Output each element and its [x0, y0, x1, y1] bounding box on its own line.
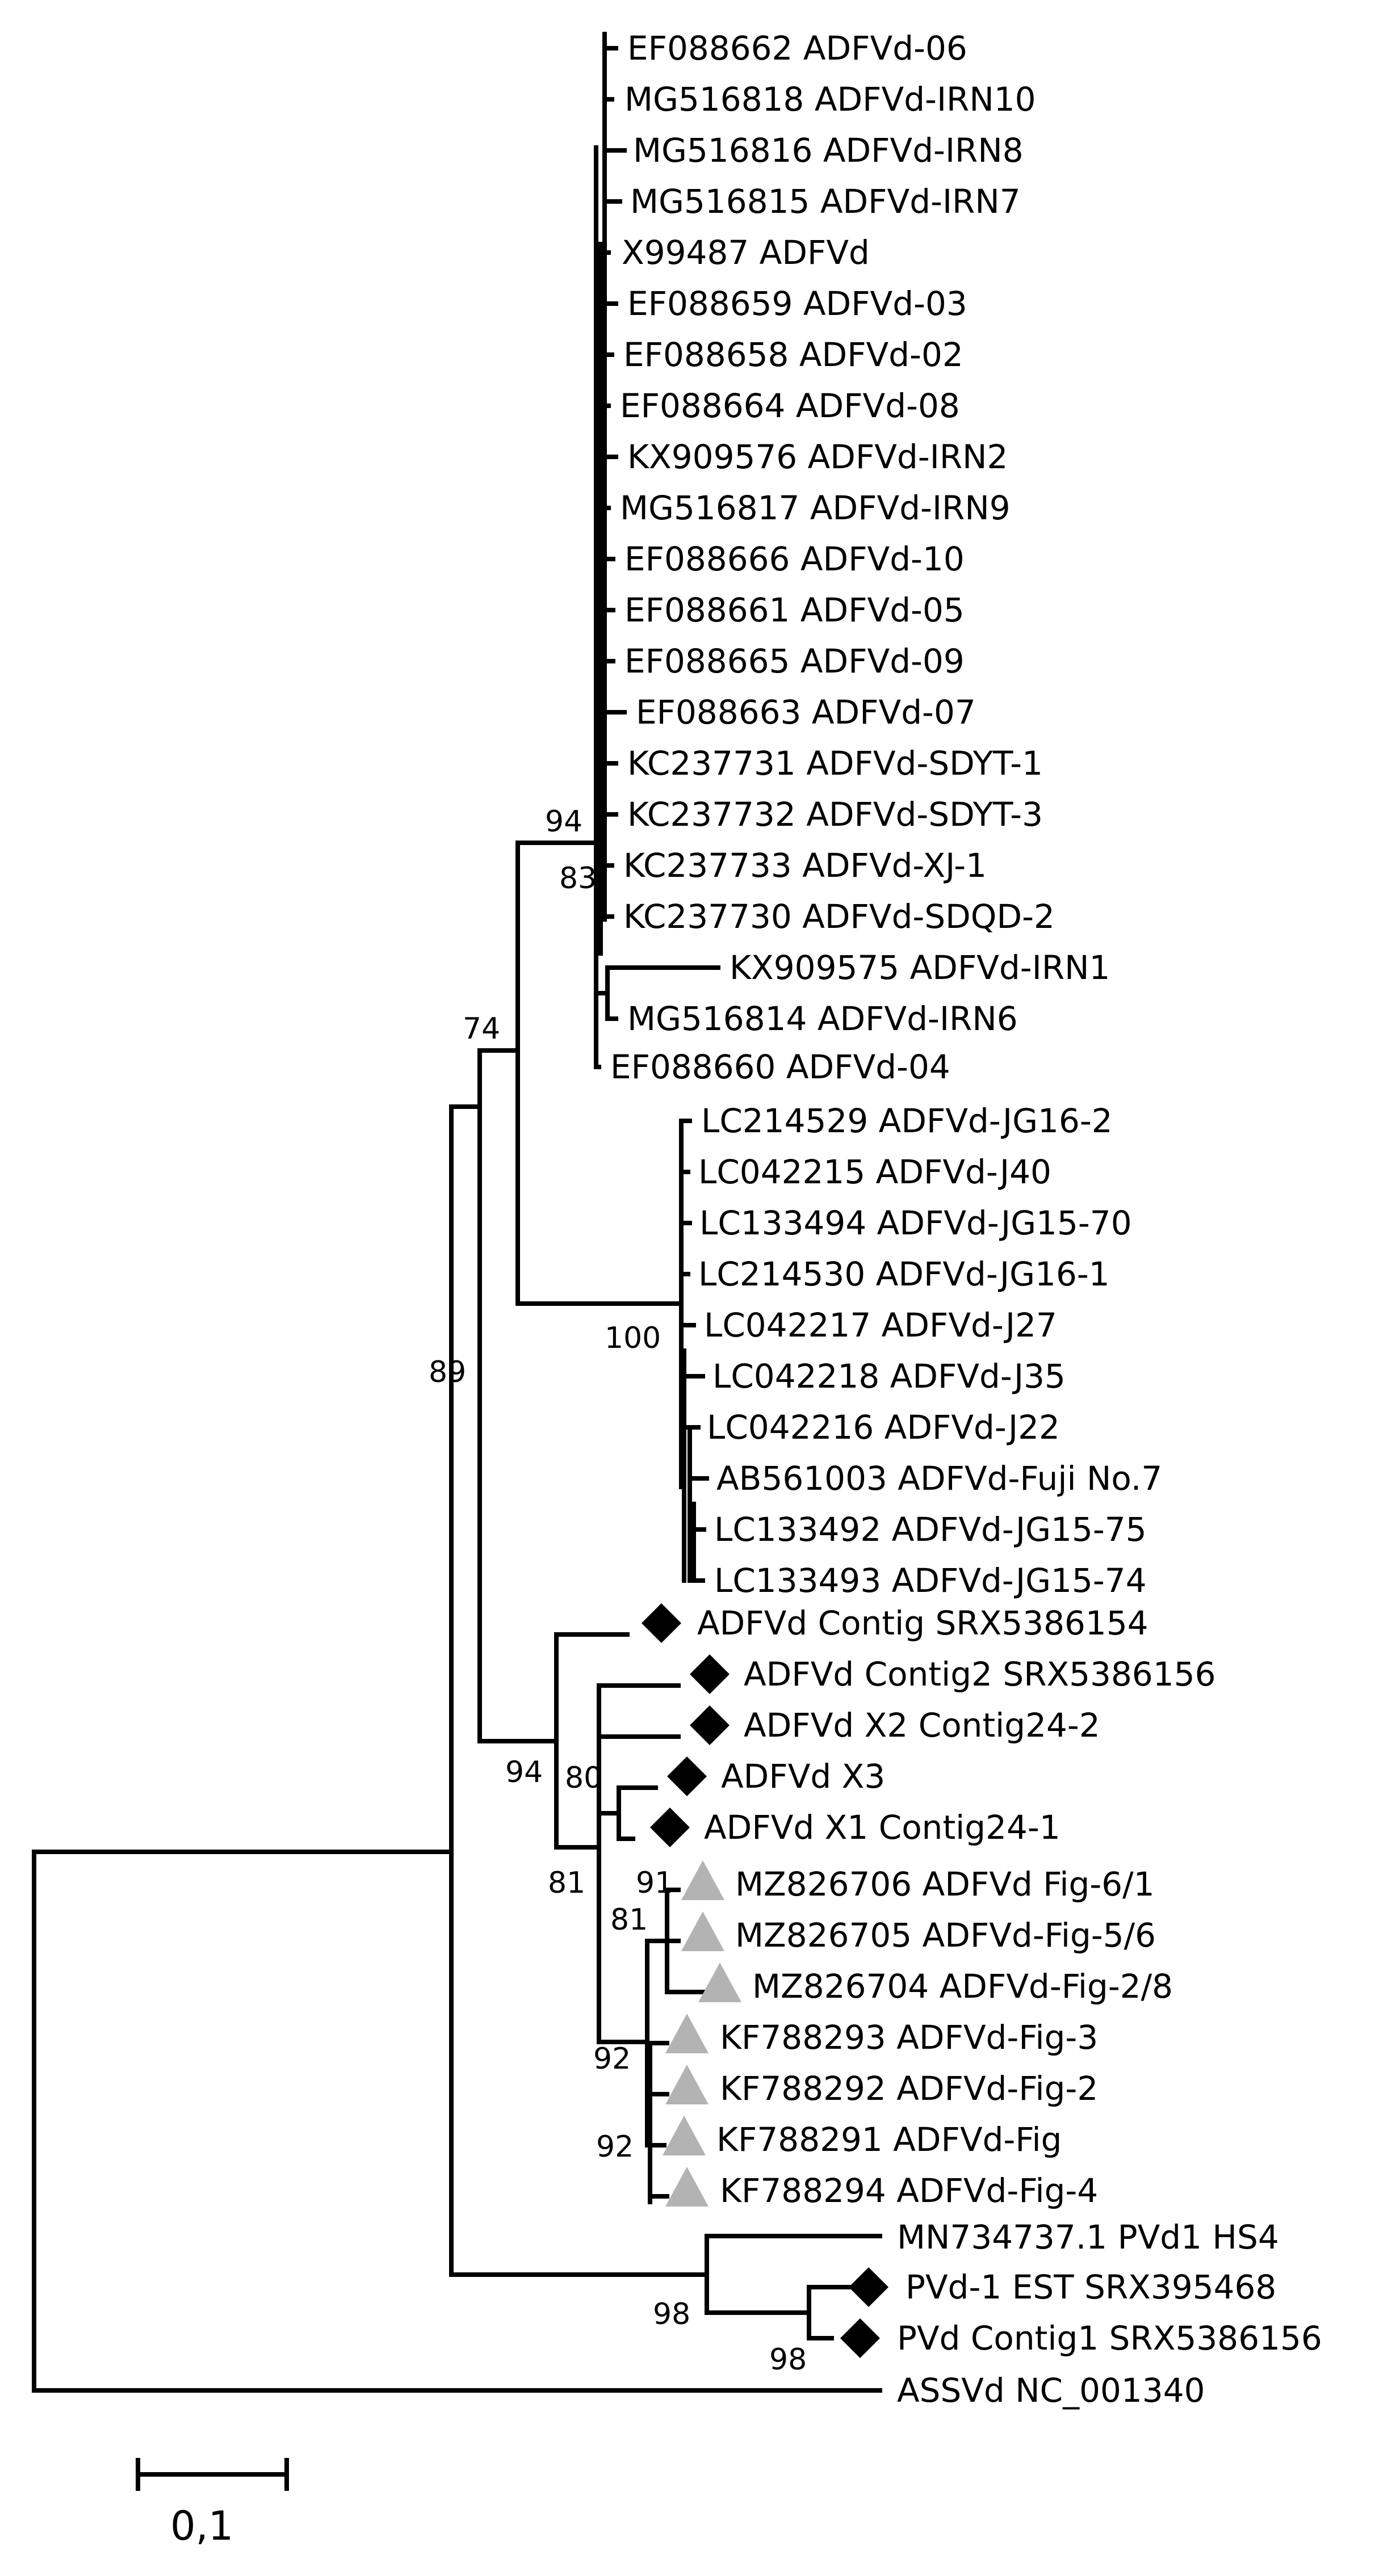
branch-node-100-sub2 [688, 1425, 709, 1583]
gray-triangle-icon [665, 2065, 709, 2104]
branch-node-100 [679, 1119, 696, 1489]
leaf-label: LC133492 ADFVd-JG15-75 [714, 1510, 1147, 1549]
leaf-label: KX909576 ADFVd-IRN2 [627, 438, 1008, 476]
leaf-label: LC042216 ADFVd-J22 [707, 1408, 1060, 1447]
bootstrap-value: 98 [769, 2343, 807, 2377]
branch-node-98b [807, 2285, 854, 2340]
leaf-label: EF088659 ADFVd-03 [627, 284, 967, 323]
leaf-label: LC042218 ADFVd-J35 [712, 1357, 1066, 1396]
leaf-label: MZ826706 ADFVd Fig-6/1 [735, 1865, 1155, 1903]
bootstrap-value: 83 [559, 862, 597, 896]
leaf-label: LC133493 ADFVd-JG15-74 [714, 1561, 1147, 1600]
leaf-label: ADFVd X2 Contig24-2 [744, 1706, 1100, 1745]
leaf-label: MZ826704 ADFVd-Fig-2/8 [752, 1967, 1173, 2006]
bootstrap-value: 92 [596, 2130, 634, 2164]
leaf-label: KF788292 ADFVd-Fig-2 [720, 2069, 1098, 2108]
gray-triangle-icon [665, 2167, 709, 2207]
bootstrap-value: 92 [593, 2042, 631, 2076]
leaf-label: ASSVd NC_001340 [897, 2371, 1205, 2410]
gray-triangle-icon [681, 1860, 724, 1900]
leaf-label: EF088660 ADFVd-04 [610, 1048, 950, 1086]
leaf-label: KC237732 ADFVd-SDYT-3 [627, 795, 1043, 834]
black-diamond-icon [650, 1808, 690, 1847]
leaf-label: LC214529 ADFVd-JG16-2 [701, 1102, 1113, 1140]
bootstrap-value: 94 [505, 1755, 543, 1789]
scale-bar-line [136, 2458, 289, 2491]
bootstrap-values: 94 83 74 100 89 94 80 81 91 81 92 92 98 … [429, 805, 807, 2377]
branch-node-94a [515, 841, 681, 1306]
black-diamond-icon [667, 1756, 707, 1796]
leaf-label: PVd-1 EST SRX395468 [906, 2268, 1276, 2306]
leaf-label: KF788291 ADFVd-Fig [716, 2120, 1062, 2159]
leaf-label: KC237730 ADFVd-SDQD-2 [623, 897, 1055, 936]
leaf-label: EF088664 ADFVd-08 [620, 386, 960, 425]
black-diamond-icon [690, 1654, 730, 1694]
leaf-label: EF088662 ADFVd-06 [627, 29, 967, 68]
gray-triangle-icon [663, 2116, 706, 2155]
leaf-label: LC133494 ADFVd-JG15-70 [699, 1204, 1132, 1242]
leaf-label: MG516817 ADFVd-IRN9 [620, 489, 1011, 527]
leaf-label: KC237731 ADFVd-SDYT-1 [627, 744, 1043, 783]
branch-tips-polytomy [594, 46, 627, 1069]
leaf-label: LC042217 ADFVd-J27 [704, 1306, 1057, 1344]
leaf-label: EF088665 ADFVd-09 [624, 642, 965, 680]
gray-triangle-icon [681, 1911, 724, 1951]
bootstrap-value: 98 [653, 2297, 690, 2331]
leaf-label: PVd Contig1 SRX5386156 [897, 2319, 1322, 2358]
black-diamond-icon [849, 2267, 888, 2307]
leaf-label: KF788294 ADFVd-Fig-4 [720, 2171, 1098, 2210]
branch-triangle-tips [645, 2041, 669, 2199]
leaf-label: EF088663 ADFVd-07 [636, 693, 976, 732]
branch-node-98a [705, 2234, 882, 2315]
leaf-label: KC237733 ADFVd-XJ-1 [623, 846, 987, 885]
markers [642, 1603, 888, 2358]
branch-node-81a [597, 1683, 681, 2044]
leaf-label: MG516816 ADFVd-IRN8 [633, 131, 1024, 170]
leaf-label: MN734737.1 PVd1 HS4 [897, 2218, 1279, 2256]
leaf-labels: EF088662 ADFVd-06 MG516818 ADFVd-IRN10 M… [610, 29, 1322, 2410]
bootstrap-value: 100 [605, 1321, 661, 1355]
leaf-label: MZ826705 ADFVd-Fig-5/6 [735, 1916, 1156, 1955]
leaf-label: EF088666 ADFVd-10 [624, 540, 965, 578]
bootstrap-value: 81 [548, 1866, 585, 1900]
bootstrap-value: 89 [429, 1355, 466, 1389]
leaf-label: ADFVd X1 Contig24-1 [704, 1808, 1060, 1847]
leaf-label: MG516815 ADFVd-IRN7 [630, 182, 1021, 221]
gray-triangle-icon [698, 1963, 741, 2002]
tree-branches [32, 32, 882, 2393]
leaf-label: EF088661 ADFVd-05 [624, 591, 965, 629]
leaf-label: ADFVd Contig SRX5386154 [697, 1604, 1148, 1642]
branch-node-91 [645, 1888, 709, 1994]
bootstrap-value: 94 [545, 805, 582, 839]
leaf-label: ADFVd X3 [721, 1757, 885, 1796]
bootstrap-value: 91 [636, 1866, 673, 1900]
scale-bar-label: 0,1 [170, 2503, 233, 2549]
bootstrap-value: 74 [463, 1012, 500, 1046]
branch-node-89 [449, 1104, 709, 2277]
leaf-label: LC214530 ADFVd-JG16-1 [698, 1255, 1110, 1293]
leaf-label: KX909575 ADFVd-IRN1 [730, 948, 1110, 987]
bootstrap-value: 80 [565, 1761, 602, 1795]
branch-node-80 [597, 1785, 658, 1841]
leaf-label: MG516814 ADFVd-IRN6 [627, 999, 1018, 1038]
gray-triangle-icon [665, 2014, 709, 2053]
scale-bar: 0,1 [136, 2458, 289, 2549]
branch-node-94b [554, 1632, 630, 1850]
black-diamond-icon [690, 1705, 730, 1745]
black-diamond-icon [840, 2318, 880, 2358]
leaf-label: X99487 ADFVd [622, 233, 870, 272]
branch-node-74 [477, 1048, 559, 1743]
leaf-label: LC042215 ADFVd-J40 [698, 1153, 1051, 1191]
black-diamond-icon [642, 1603, 681, 1643]
leaf-label: MG516818 ADFVd-IRN10 [624, 80, 1036, 119]
leaf-label: EF088658 ADFVd-02 [623, 335, 963, 374]
leaf-label: AB561003 ADFVd-Fuji No.7 [716, 1459, 1162, 1498]
bootstrap-value: 81 [610, 1903, 648, 1937]
leaf-label: ADFVd Contig2 SRX5386156 [744, 1655, 1216, 1693]
branch-root [32, 1850, 882, 2393]
leaf-label: KF788293 ADFVd-Fig-3 [720, 2018, 1098, 2057]
